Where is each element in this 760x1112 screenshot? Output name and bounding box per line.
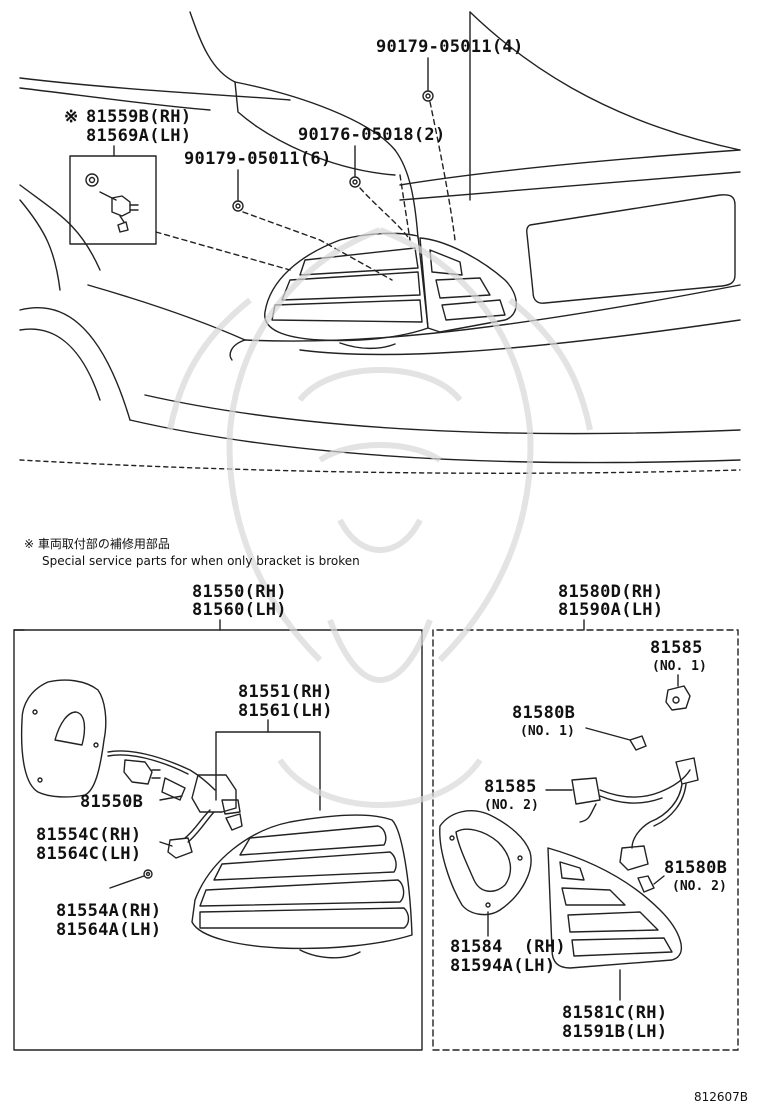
label-81559b-rh: 81559B(RH): [86, 107, 192, 127]
callout-bracket-81551: [215, 719, 321, 811]
figure-number: 812607B: [694, 1090, 749, 1104]
fasteners-upper: [232, 90, 434, 212]
label-81560-lh: 81560(LH): [192, 600, 287, 620]
label-81551-rh: 81551(RH): [238, 682, 333, 702]
label-81594a-lh: 81594A(LH): [450, 956, 556, 976]
label-81554c-rh: 81554C(RH): [36, 825, 142, 845]
wire-harness-right: [545, 757, 699, 893]
gasket-left: [20, 679, 107, 798]
label-81580b-no2-sub: (NO. 2): [672, 879, 727, 894]
label-90179-05011-4: 90179-05011(4): [376, 37, 524, 57]
note-english: Special service parts for when only brac…: [42, 554, 360, 568]
label-81581c-rh: 81581C(RH): [562, 1003, 668, 1023]
label-81550-rh: 81550(RH): [192, 582, 287, 602]
wire-harness-left: [107, 750, 243, 879]
label-81584-rh: 81584 (RH): [450, 937, 566, 957]
label-81569a-lh: 81569A(LH): [86, 126, 192, 146]
label-81554a-rh: 81554A(RH): [56, 901, 162, 921]
car-rear-body: [19, 11, 741, 474]
label-81585-no1-sub: (NO. 1): [652, 659, 707, 674]
lamp-lens-left: [191, 814, 413, 959]
label-90179-05011-6: 90179-05011(6): [184, 149, 332, 169]
service-part-marker: ※: [64, 107, 79, 127]
leader-lines-lower-left: [109, 795, 183, 889]
label-81590a-lh: 81590A(LH): [558, 600, 664, 620]
bracket-detail-box: [69, 155, 157, 245]
lamp-lens-right: [547, 847, 683, 1001]
label-81564c-lh: 81564C(LH): [36, 844, 142, 864]
label-81585-no2-sub: (NO. 2): [484, 798, 539, 813]
label-81564a-lh: 81564A(LH): [56, 920, 162, 940]
label-81591b-lh: 81591B(LH): [562, 1022, 668, 1042]
label-81550b: 81550B: [80, 792, 144, 812]
label-81580b-no2: 81580B: [664, 858, 728, 878]
upper-tail-lamp: [264, 232, 517, 350]
gasket-right: [439, 810, 532, 937]
note-japanese: ※ 車両取付部の補修用部品: [24, 537, 170, 551]
label-81585-no2: 81585: [484, 777, 537, 797]
label-90176-05018-2: 90176-05018(2): [298, 125, 446, 145]
lamp-assy-box-left: [13, 619, 423, 1051]
label-81580b-no1-sub: (NO. 1): [520, 724, 575, 739]
socket-bulb-right: [585, 674, 691, 751]
label-81580d-rh: 81580D(RH): [558, 582, 664, 602]
label-81561-lh: 81561(LH): [238, 701, 333, 721]
label-81580b-no1: 81580B: [512, 703, 576, 723]
label-81585-no1: 81585: [650, 638, 703, 658]
bracket-detail-parts: [85, 173, 139, 233]
watermark-emblem: [167, 227, 593, 808]
leader-lines-upper: [113, 57, 456, 281]
lamp-assy-box-right: [432, 619, 739, 1051]
